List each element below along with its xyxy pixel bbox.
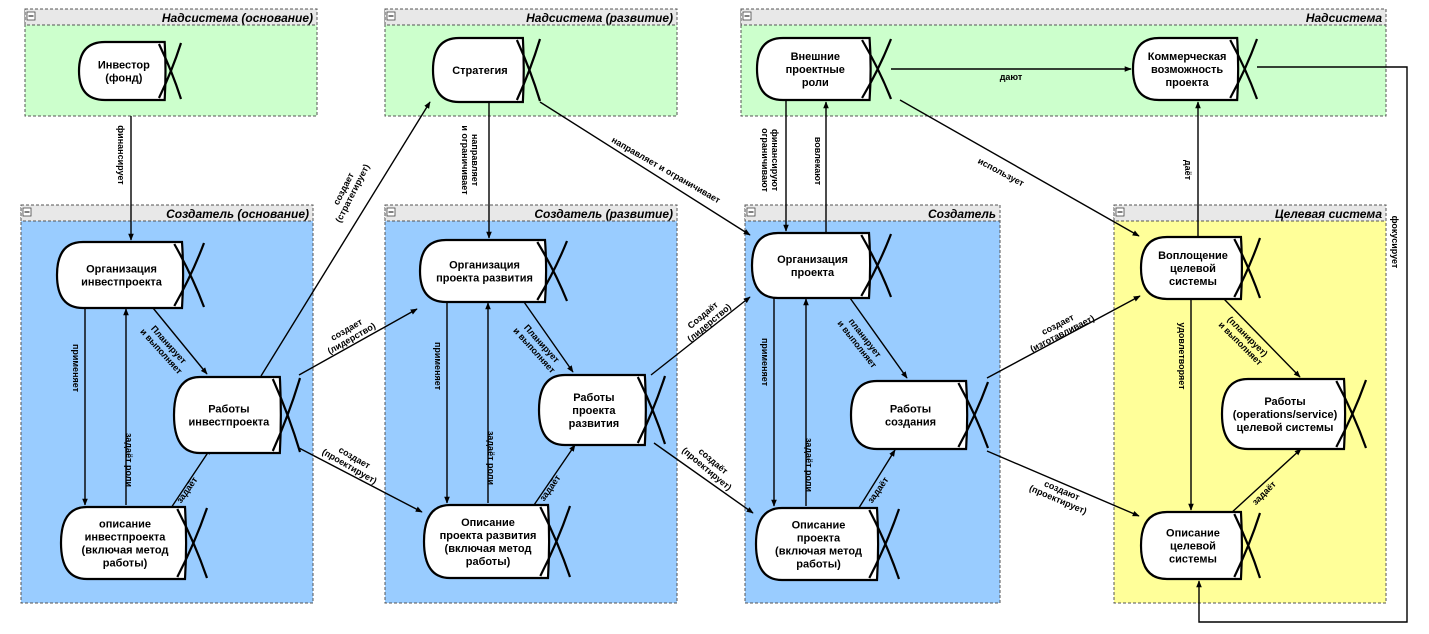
edge-label-gives-top: дают [1000, 72, 1023, 82]
edge-label-gives-right: даёт [1183, 160, 1193, 181]
collapse-button[interactable] [386, 207, 396, 217]
edge-label-finance-limit: финансируютограничивают [760, 128, 780, 192]
edge-label-creates-make: создает(изготавливает) [1024, 304, 1096, 354]
frame-title: Целевая система [1275, 207, 1382, 221]
node-label: Инвестор(фонд) [98, 60, 150, 85]
edge-creates-make[interactable] [986, 295, 1141, 379]
edge-creates-design-1[interactable] [298, 447, 423, 513]
frame-title: Надсистема (развитие) [526, 11, 673, 25]
edge-plans-3[interactable] [849, 297, 908, 379]
edge-creates-design-2[interactable] [653, 442, 754, 514]
edge-sets-2[interactable] [533, 444, 576, 506]
edge-label-sets-roles-3: задаёт роли [804, 438, 814, 492]
edge-plans-4[interactable] [1223, 298, 1301, 378]
edge-label-creates-design-1: создает(проектирует) [320, 438, 383, 486]
collapse-button[interactable] [386, 11, 396, 21]
edge-uses[interactable] [899, 99, 1140, 237]
edge-directs-limits[interactable] [539, 101, 751, 236]
frame-nad-osn: Надсистема (основание) [24, 8, 318, 117]
edge-label-creates-lead-1: создает(лидерство) [321, 312, 378, 356]
edge-label-applies-1: применяет [71, 344, 81, 393]
collapse-button[interactable] [26, 11, 36, 21]
edge-label-directs-limits: направляет и ограничивает [610, 135, 723, 206]
edge-label-applies-2: применяет [433, 342, 443, 391]
edge-label-finances: финансирует [116, 125, 126, 185]
edge-label-satisfies: удовлетворяет [1177, 322, 1187, 390]
edge-label-creates-design-3: создают(проектирует) [1028, 474, 1092, 516]
node-label: Работы(operations/service)целевой систем… [1233, 396, 1338, 434]
edge-plans-2[interactable] [523, 301, 574, 373]
collapse-button[interactable] [1115, 207, 1125, 217]
edge-focuses[interactable] [1196, 66, 1408, 623]
edge-sets-1[interactable] [170, 447, 212, 509]
frame-title: Создатель (основание) [166, 207, 309, 221]
node-label: Стратегия [452, 65, 507, 77]
edge-label-creates-design-2: создаёт(проектирует) [680, 438, 740, 493]
edge-creates-lead-1[interactable] [298, 308, 418, 376]
edge-label-creates-lead-2: Создаёт(лидерство) [679, 294, 733, 344]
frame-title: Надсистема [1306, 11, 1382, 25]
edge-creates-design-3[interactable] [986, 450, 1140, 517]
node-work-ops[interactable]: Работы(operations/service)целевой систем… [1220, 377, 1368, 451]
edge-label-applies-3: применяет [760, 338, 770, 387]
edge-sets-4[interactable] [1229, 448, 1302, 515]
edge-label-sets-roles-2: задаёт роли [486, 431, 496, 485]
frame-title: Надсистема (основание) [162, 11, 313, 25]
collapse-button[interactable] [746, 207, 756, 217]
frame-nad-razv: Надсистема (развитие) [384, 8, 678, 117]
edge-label-involves: вовлекают [813, 137, 823, 186]
edge-label-creates-strategy: создает(стратегирует) [325, 158, 372, 224]
edges-layer [82, 66, 1408, 623]
frame-title: Создатель (развитие) [534, 207, 673, 221]
edge-creates-strategy[interactable] [260, 101, 431, 377]
edge-label-focuses: фокусирует [1390, 216, 1400, 269]
edge-label-directs-limits-v: направляети ограничивает [460, 125, 480, 195]
edge-label-uses: использует [976, 156, 1026, 189]
edge-plans-1[interactable] [152, 307, 208, 375]
node-investor[interactable]: Инвестор(фонд) [77, 40, 183, 102]
edge-creates-lead-2[interactable] [650, 296, 751, 376]
edge-label-sets-roles-1: задаёт роли [124, 433, 134, 487]
node-strategy[interactable]: Стратегия [431, 36, 542, 104]
collapse-button[interactable] [22, 207, 32, 217]
frame-title: Создатель [928, 207, 996, 221]
collapse-button[interactable] [742, 11, 752, 21]
edge-sets-3[interactable] [856, 449, 896, 512]
